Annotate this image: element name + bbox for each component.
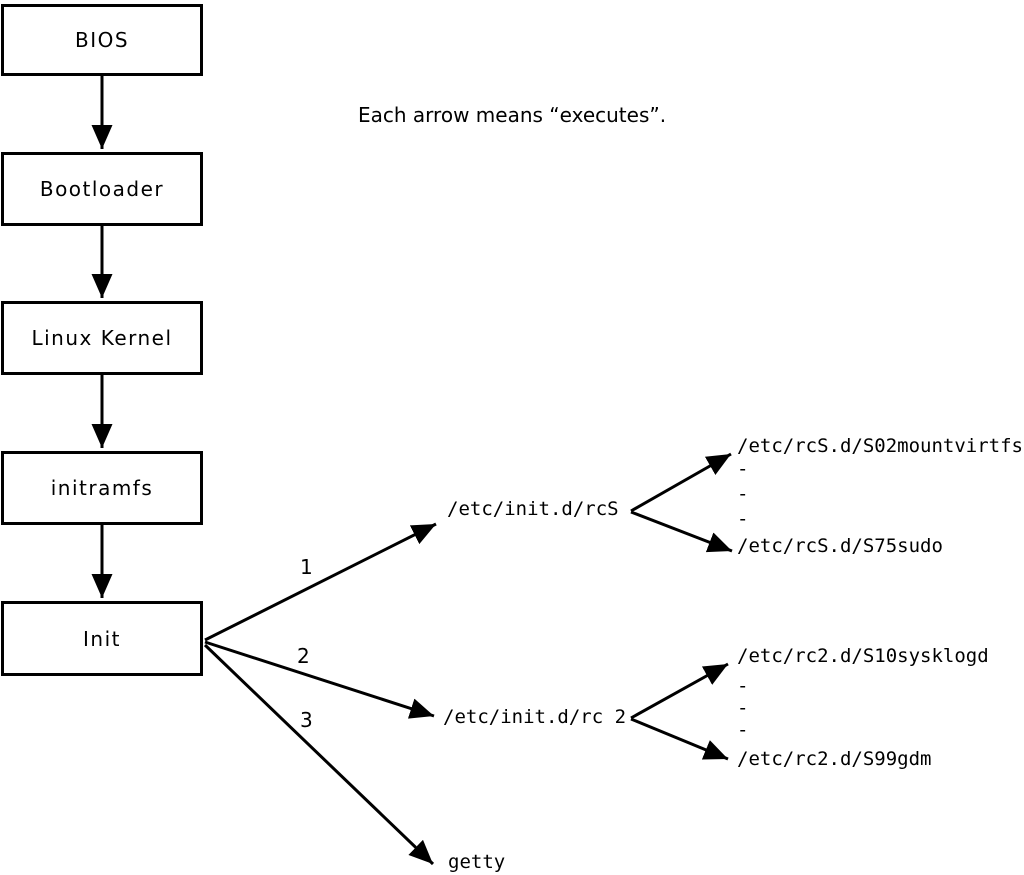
flow-box-bios: BIOS [1,4,203,76]
flow-box-initramfs-label: initramfs [50,476,154,500]
arrow-label-2: 2 [297,644,310,668]
rcS-ellipsis-dash: - [737,508,749,530]
flow-box-linux-kernel: Linux Kernel [1,301,203,375]
flow-box-bios-label: BIOS [74,28,130,52]
target-getty: getty [448,851,506,873]
rcS-child-s02mountvirtfs: /etc/rcS.d/S02mountvirtfs [737,435,1023,457]
rc2-child-s10sysklogd: /etc/rc2.d/S10sysklogd [737,645,989,667]
rc2-ellipsis-dash: - [737,675,749,697]
rc2-child-s99gdm: /etc/rc2.d/S99gdm [737,748,932,770]
arrow-init-to-getty [203,643,435,866]
arrow-rc2-to-s10 [630,662,729,720]
arrow-init-to-rcS [204,522,437,642]
rc2-ellipsis-dash: - [737,719,749,741]
diagram-caption: Each arrow means “executes”. [358,103,667,127]
flow-box-initramfs: initramfs [1,451,203,525]
rcS-ellipsis-dash: - [737,458,749,480]
target-rcS-script: /etc/init.d/rcS [447,498,619,520]
flow-box-bootloader: Bootloader [1,152,203,226]
arrow-rcS-to-s02 [630,452,732,513]
arrow-init-to-rc2 [204,640,435,719]
flow-box-linux-kernel-label: Linux Kernel [31,326,173,350]
arrow-label-1: 1 [300,555,313,579]
flow-box-init: Init [1,601,203,676]
arrow-rc2-to-s99 [630,717,729,761]
rcS-child-s75sudo: /etc/rcS.d/S75sudo [737,535,943,557]
rc2-ellipsis-dash: - [737,697,749,719]
flow-box-init-label: Init [83,626,121,651]
arrow-label-3: 3 [300,708,313,732]
rcS-ellipsis-dash: - [737,483,749,505]
target-rc2-script: /etc/init.d/rc 2 [443,706,627,728]
arrow-rcS-to-s75 [630,510,733,553]
flow-box-bootloader-label: Bootloader [39,177,165,201]
